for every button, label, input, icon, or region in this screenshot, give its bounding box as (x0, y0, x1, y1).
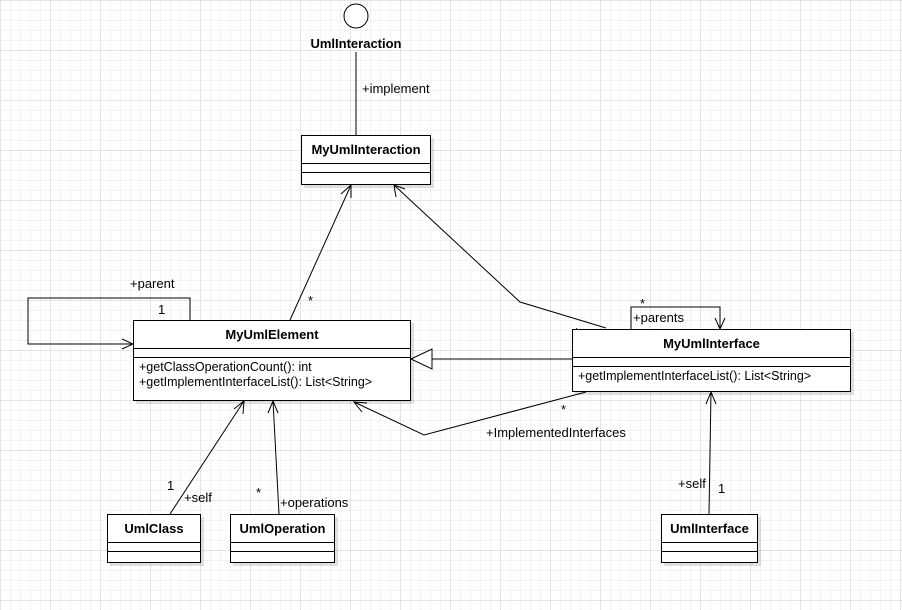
attributes-compartment (573, 358, 850, 367)
operations-compartment: +getClassOperationCount(): int +getImple… (134, 358, 410, 392)
interface-self-line (708, 391, 712, 515)
class-name: UmlInterface (662, 515, 757, 543)
parents-self-line (630, 306, 721, 329)
attributes-compartment (108, 543, 200, 552)
implement-label: +implement (362, 81, 430, 96)
operation: +getImplementInterfaceList(): List<Strin… (578, 369, 812, 383)
interface-lollipop-icon (343, 3, 369, 29)
class-self-line (169, 400, 245, 515)
implemented-interfaces-line (353, 391, 587, 436)
attributes-compartment (134, 349, 410, 358)
parent-self-multiplicity: 1 (158, 302, 165, 317)
attributes-compartment (662, 543, 757, 552)
interface-interaction-line (393, 184, 607, 329)
interface-name-label: UmlInteraction (310, 36, 401, 51)
generalization-triangle (409, 348, 433, 370)
class-name: MyUmlElement (134, 321, 410, 349)
parent-self-line (27, 297, 191, 345)
class-self-arrowhead (233, 399, 245, 415)
operation: +getClassOperationCount(): int (139, 360, 312, 374)
operations-compartment (108, 552, 200, 560)
parents-self-multiplicity-src: * (640, 296, 645, 311)
class-uml-class[interactable]: UmlClass (107, 514, 201, 563)
class-my-uml-interaction[interactable]: MyUmlInteraction (301, 135, 431, 185)
parent-self-label: +parent (130, 276, 175, 291)
class-name: MyUmlInteraction (302, 136, 430, 164)
implemented-interfaces-arrowhead (352, 401, 368, 413)
operations-compartment (302, 173, 430, 181)
operations-compartment: +getImplementInterfaceList(): List<Strin… (573, 367, 850, 386)
class-uml-interface[interactable]: UmlInterface (661, 514, 758, 563)
operation: +getImplementInterfaceList(): List<Strin… (139, 375, 373, 389)
class-my-uml-interface[interactable]: MyUmlInterface +getImplementInterfaceLis… (572, 329, 851, 392)
class-name: MyUmlInterface (573, 330, 850, 358)
operations-label: +operations (280, 495, 349, 510)
element-interaction-multiplicity: * (308, 293, 313, 308)
class-self-multiplicity: 1 (167, 478, 174, 493)
interface-self-arrowhead (705, 390, 717, 405)
element-interaction-arrowhead (340, 183, 352, 198)
class-name: UmlClass (108, 515, 200, 543)
interface-self-label: +self (678, 476, 706, 491)
attributes-compartment (302, 164, 430, 173)
operations-compartment (662, 552, 757, 560)
interface-interaction-arrowhead (393, 184, 406, 198)
parents-self-label: +parents (633, 310, 684, 325)
operations-multiplicity: * (256, 485, 261, 500)
class-my-uml-element[interactable]: MyUmlElement +getClassOperationCount(): … (133, 320, 411, 401)
operations-arrowhead (267, 399, 279, 414)
interface-self-multiplicity: 1 (718, 481, 725, 496)
operations-line (272, 400, 280, 515)
attributes-compartment (231, 543, 334, 552)
implemented-interfaces-label: +ImplementedInterfaces (486, 425, 626, 440)
implemented-interfaces-multiplicity: * (561, 402, 566, 417)
class-name: UmlOperation (231, 515, 334, 543)
class-uml-operation[interactable]: UmlOperation (230, 514, 335, 563)
operations-compartment (231, 552, 334, 560)
element-interaction-line (289, 184, 352, 321)
class-self-label: +self (184, 490, 212, 505)
